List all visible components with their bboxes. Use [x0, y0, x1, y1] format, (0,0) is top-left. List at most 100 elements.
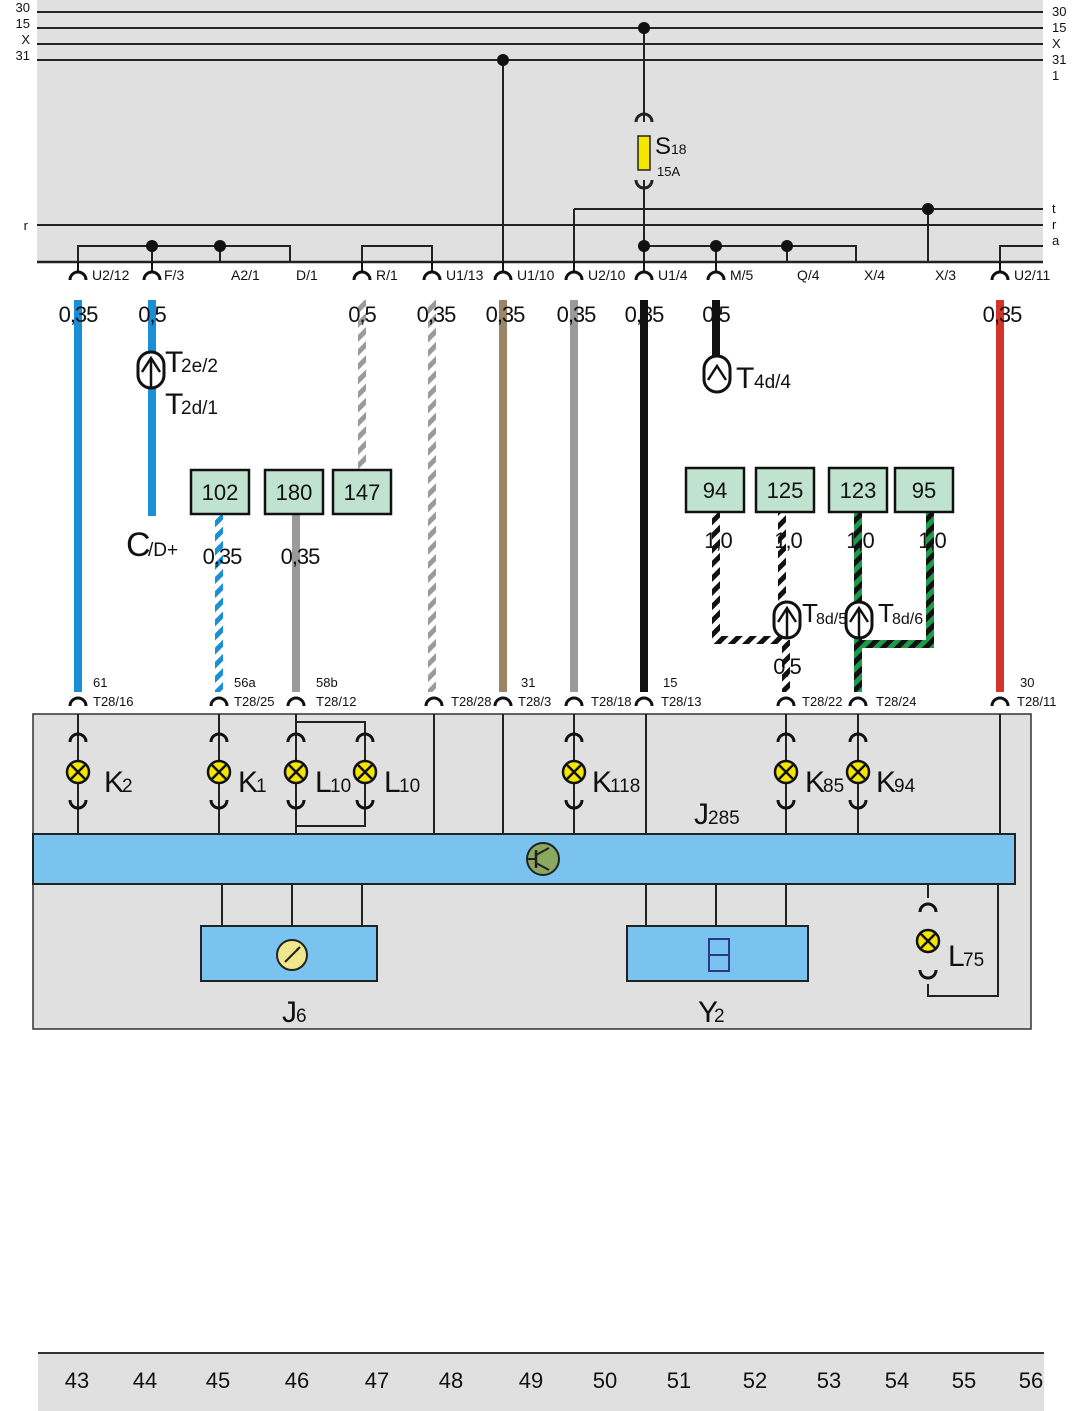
rail-label: a: [1052, 233, 1060, 248]
pin-label: U2/10: [588, 267, 626, 283]
connector-main: T: [165, 388, 183, 421]
wire-grey: [570, 300, 578, 692]
rail-label: r: [24, 218, 29, 233]
bottom-sockets: [68, 696, 1010, 707]
display-module-label: Y 2: [698, 996, 725, 1029]
ref-box-label: 180: [276, 480, 313, 505]
top-panel: [37, 0, 1043, 262]
pin-label: T28/3: [518, 694, 551, 709]
pin-label: R/1: [376, 267, 398, 283]
pin-label: T28/12: [316, 694, 356, 709]
lamp-sub: 118: [610, 776, 640, 797]
pin-label: M/5: [730, 267, 754, 283]
lamp-main: K: [876, 766, 896, 799]
wire-grey-white-147: [358, 300, 366, 470]
pin-tag: 15: [663, 675, 677, 690]
lamps: K 2 K 1 L 10 L 10: [65, 732, 984, 980]
transistor-icon: [526, 842, 560, 876]
lamp-main: K: [805, 766, 825, 799]
grid-number: 55: [952, 1368, 976, 1393]
grid-strip: [38, 1352, 1044, 1411]
pin-tag: 61: [93, 675, 107, 690]
gauge-module-main: J: [282, 996, 297, 1029]
wire-blue-k2: [74, 300, 82, 692]
gauge-label: 0,35: [625, 302, 665, 327]
rail-label: X: [1052, 36, 1061, 51]
pin-label: T28/25: [234, 694, 274, 709]
lamp-sub: 75: [963, 950, 984, 971]
ref-box-label: 94: [703, 478, 727, 503]
pin-label: U2/12: [92, 267, 130, 283]
lamp-sub: 2: [122, 776, 133, 797]
gauge-label: 0,35: [59, 302, 99, 327]
gauge-label: 0,35: [983, 302, 1023, 327]
gauge-label: 0,5: [702, 302, 730, 327]
grid-number: 48: [439, 1368, 463, 1393]
lamp-main: L: [384, 766, 401, 799]
grid-number: 56: [1019, 1368, 1043, 1393]
connector-sub: 8d/6: [892, 611, 923, 628]
digit-display-icon: [708, 938, 730, 972]
rail-label: 30: [16, 0, 30, 15]
reference-boxes: 102 180 147 94 125 123 95: [189, 466, 955, 516]
ref-box-label: 125: [767, 478, 804, 503]
wire-blue-white: [215, 514, 223, 692]
ref-box-label: 123: [840, 478, 877, 503]
rail-label: 30: [1052, 4, 1066, 19]
lamp-main: K: [238, 766, 258, 799]
grid-numbers: 43 44 45 46 47 48 49 50 51 52 53 54 55 5…: [65, 1368, 1043, 1393]
gauge-icon: [276, 939, 308, 971]
pin-tag: 56a: [234, 675, 256, 690]
junction-dots: [146, 22, 934, 252]
gauge-module-sub: 6: [296, 1006, 307, 1027]
pin-label: T28/11: [1017, 694, 1057, 709]
pin-label: F/3: [164, 267, 184, 283]
control-unit-label: J 285: [694, 798, 740, 831]
rail-label: 15: [16, 16, 30, 31]
lamp-k1: K 1: [206, 732, 267, 810]
pin-tag: 31: [521, 675, 535, 690]
wire-black-t4d: [712, 300, 720, 356]
lamp-k94: K 94: [845, 732, 916, 810]
pin-label: U2/11: [1014, 267, 1051, 283]
lamp-sub: 85: [823, 776, 844, 797]
lamp-l10-a: L 10: [283, 732, 351, 810]
gauge-label: 0,35: [486, 302, 526, 327]
top-pin-labels: U2/12 F/3 A2/1 D/1 R/1 U1/13 U1/10 U2/10…: [92, 267, 1051, 283]
wire-blue-cd: [148, 300, 156, 516]
pin-label: T28/13: [661, 694, 701, 709]
pin-label: D/1: [296, 267, 318, 283]
connector-main: T: [878, 598, 894, 628]
lamp-main: L: [315, 766, 332, 799]
lamp-sub: 94: [894, 776, 916, 797]
connector-t4d: T 4d/4: [702, 354, 791, 395]
grid-number: 47: [365, 1368, 389, 1393]
connector-t8d5: T 8d/5: [772, 598, 847, 640]
wire-black: [640, 300, 648, 692]
pin-label: U1/4: [658, 267, 688, 283]
gauge-label: 1,0: [918, 528, 946, 553]
ground-main: C: [126, 526, 151, 564]
gauge-module-label: J 6: [282, 996, 307, 1029]
fuse-sub: 18: [671, 141, 687, 157]
pin-tag: 58b: [316, 675, 338, 690]
control-unit-sub: 285: [708, 808, 740, 829]
fuse-s18: S 18 15A: [634, 108, 687, 195]
ground-sub: /D+: [148, 540, 178, 561]
grid-number: 54: [885, 1368, 909, 1393]
lamp-sub: 10: [399, 776, 420, 797]
lamp-k85: K 85: [773, 732, 844, 810]
gauge-label: 0,35: [203, 544, 243, 569]
pin-tag: 30: [1020, 675, 1034, 690]
gauge-label: 1,0: [774, 528, 802, 553]
grid-number: 45: [206, 1368, 230, 1393]
pin-label: T28/22: [802, 694, 842, 709]
fuse-name: S: [655, 133, 671, 160]
grid-number: 53: [817, 1368, 841, 1393]
grid-number: 46: [285, 1368, 309, 1393]
control-unit-main: J: [694, 798, 709, 831]
supply-rails: [37, 11, 1043, 264]
gauge-label: 0,5: [773, 654, 801, 679]
gauge-label: 0,5: [348, 302, 376, 327]
